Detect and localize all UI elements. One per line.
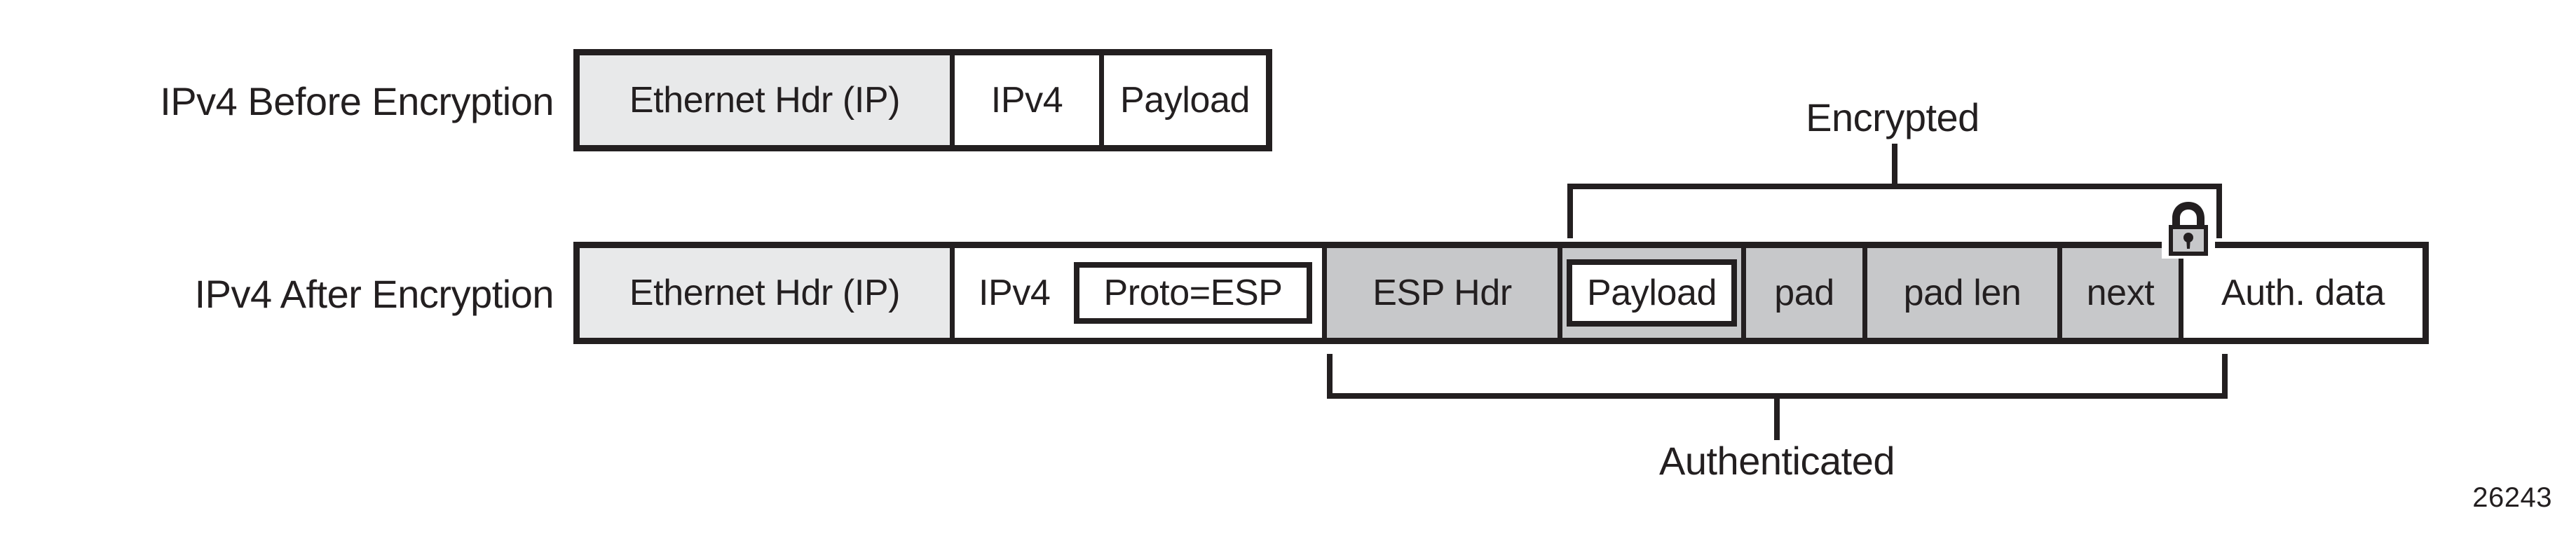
- figure-number: 26243: [2472, 482, 2552, 513]
- field-next: next: [2057, 248, 2179, 338]
- field-ipv4-before: IPv4: [950, 55, 1099, 145]
- field-ipv4-after-text: IPv4: [979, 273, 1051, 313]
- field-ethernet-hdr-after: Ethernet Hdr (IP): [580, 248, 950, 338]
- bracket-encrypted: [1567, 184, 2222, 238]
- row-label-after-encryption: IPv4 After Encryption: [194, 272, 554, 316]
- field-ethernet-hdr-before: Ethernet Hdr (IP): [580, 55, 950, 145]
- packet-row-before-encryption: Ethernet Hdr (IP) IPv4 Payload: [573, 49, 1272, 151]
- field-payload-before: Payload: [1099, 55, 1266, 145]
- packet-row-after-encryption: Ethernet Hdr (IP) IPv4 Proto=ESP ESP Hdr…: [573, 242, 2429, 344]
- field-pad: pad: [1741, 248, 1862, 338]
- field-auth-data: Auth. data: [2179, 248, 2422, 338]
- bracket-label-encrypted: Encrypted: [1806, 95, 1979, 139]
- row-label-before-encryption: IPv4 Before Encryption: [160, 79, 554, 123]
- bracket-encrypted-stem: [1892, 144, 1897, 186]
- field-esp-hdr: ESP Hdr: [1322, 248, 1558, 338]
- field-payload-after-inset: Payload: [1567, 259, 1737, 327]
- field-payload-after: Payload: [1558, 248, 1741, 338]
- padlock-icon: [2162, 198, 2215, 259]
- field-ipv4-after: IPv4 Proto=ESP: [950, 248, 1322, 338]
- field-pad-len: pad len: [1862, 248, 2057, 338]
- bracket-authenticated-stem: [1774, 397, 1780, 440]
- bracket-label-authenticated: Authenticated: [1659, 439, 1895, 483]
- field-proto-esp: Proto=ESP: [1074, 262, 1312, 324]
- bracket-authenticated: [1327, 354, 2228, 399]
